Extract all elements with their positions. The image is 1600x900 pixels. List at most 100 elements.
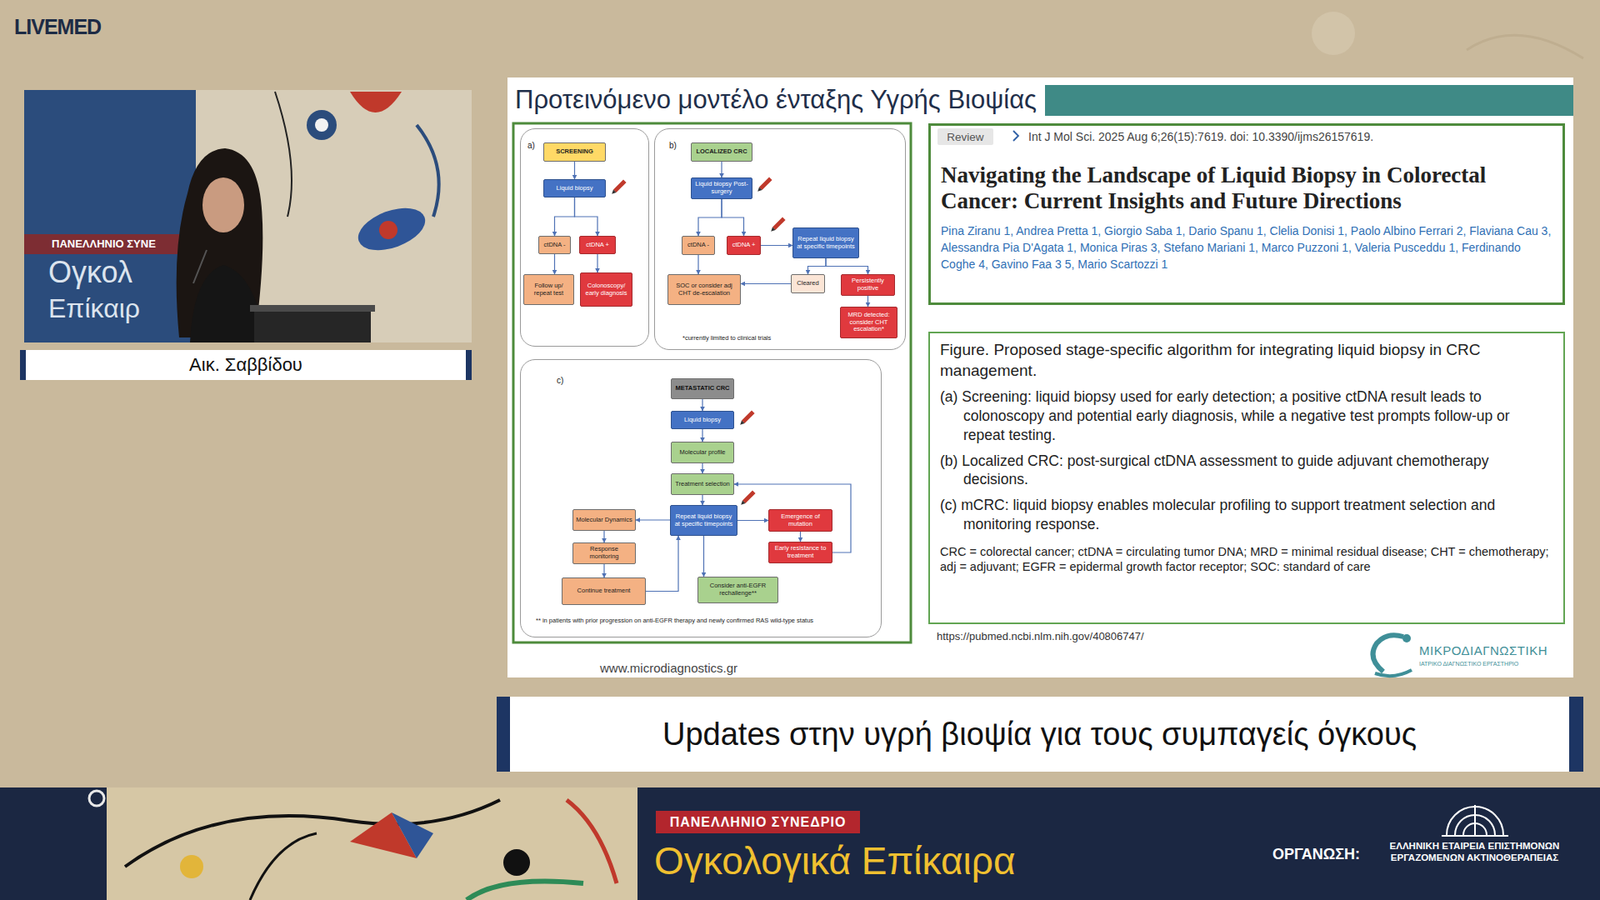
process-box: Repeat liquid biopsy at specific timepoi…: [670, 505, 738, 536]
banner-ground: [0, 787, 1600, 900]
node-text: Early resistance to treatment: [771, 545, 830, 560]
pen-body: [613, 179, 627, 193]
node-text: CRC = colorectal cancer; ctDNA = circula…: [940, 544, 1554, 576]
stage-box: LOCALIZED CRC: [690, 142, 753, 162]
process-box: Consider anti-EGFR rechallenge**: [697, 576, 779, 604]
flow-arrow: [808, 258, 827, 275]
stage-panel: a)SCREENINGLiquid biopsyctDNA -ctDNA +Fo…: [520, 128, 650, 347]
flow-arrow: [760, 245, 793, 246]
stage-panel: c)** in patients with prior progression …: [520, 359, 882, 638]
pen-tip: [610, 189, 616, 195]
banner-ring: [89, 790, 105, 806]
node-text: Follow up/ repeat test: [526, 282, 571, 297]
node-text: Colonoscopy/ early diagnosis: [583, 282, 630, 297]
outcome-box: Follow up/ repeat test: [523, 274, 575, 305]
org-logo-base: [1441, 835, 1509, 837]
painting-shape: [503, 849, 530, 876]
node-text: ctDNA +: [732, 241, 756, 250]
video-frame: [24, 90, 472, 343]
painting-shape: [180, 855, 204, 879]
node-text: Updates στην υγρή βιοψία για τους συμπαγ…: [662, 716, 1417, 753]
art-shape: [275, 91, 292, 217]
slide-title: Προτεινόμενο μοντέλο ένταξης Υγρής Βιοψί…: [515, 85, 1037, 115]
art-shape: [352, 200, 431, 259]
heading-bar: [1045, 85, 1574, 116]
process-box: Molecular profile: [670, 441, 735, 464]
node-text: SOC or consider adj CHT de-escalation: [670, 282, 738, 297]
microdiagnostics-logo: [1373, 634, 1413, 676]
flow-arrow: [555, 197, 575, 236]
node-text: Figure. Proposed stage-specific algorith…: [940, 340, 1554, 381]
flow-arrow: [554, 254, 555, 275]
backdrop-text: Επίκαιρ: [48, 293, 140, 325]
flow-arrow: [721, 199, 745, 236]
slide-background: [507, 77, 1574, 678]
node-text: METASTATIC CRC: [675, 385, 730, 393]
talk-title-bar: Updates στην υγρή βιοψία για τους συμπαγ…: [496, 696, 1584, 772]
flow-arrow: [867, 295, 869, 307]
slide-heading: Προτεινόμενο μοντέλο ένταξης Υγρής Βιοψί…: [515, 83, 1574, 117]
node-text: ** in patients with prior progression on…: [535, 616, 878, 625]
pen-body: [772, 216, 786, 230]
node-text: Molecular profile: [679, 449, 725, 457]
art-shape: [350, 91, 402, 113]
backdrop-text: Ογκολ: [48, 255, 133, 290]
node-text: Int J Mol Sci. 2025 Aug 6;26(15):7619. d…: [1028, 130, 1374, 144]
logo-base: [1375, 670, 1412, 676]
banner-backdrop: [24, 90, 196, 343]
flow-arrow: [701, 399, 703, 411]
flow-arrow: [701, 495, 703, 505]
node-text: ΠΑΝΕΛΛΗΝΙΟ ΣΥΝΕΔΡΙΟ: [670, 815, 847, 830]
pen-icon: [769, 216, 785, 233]
node-text: (b) Localized CRC: post-surgical ctDNA a…: [940, 451, 1554, 490]
flow-arrow: [635, 519, 670, 520]
node-text: a): [527, 140, 535, 150]
node-text: Molecular Dynamics: [575, 516, 633, 525]
node-text: ctDNA +: [585, 241, 610, 250]
speaker-face: [202, 177, 245, 233]
figure-caption: Figure. Proposed stage-specific algorith…: [928, 331, 1565, 625]
website-url: www.microdiagnostics.gr: [600, 660, 738, 675]
painting: [106, 787, 638, 900]
node-text: Emergence of mutation: [771, 513, 830, 528]
node-text: Αικ. Σαββίδου: [189, 354, 303, 376]
painting-line: [466, 881, 584, 900]
art-shape: [379, 220, 398, 240]
node-text: Review: [946, 130, 984, 144]
process-box: Emergence of mutation: [768, 509, 833, 532]
process-box: Response monitoring: [572, 542, 636, 565]
logo-swoosh: [1373, 635, 1405, 672]
process-box: Treatment selection: [670, 473, 735, 495]
art-shape: [416, 125, 440, 217]
flow-arrow: [575, 197, 599, 236]
result-box: Persistently positive: [840, 274, 895, 296]
congress-tag: ΠΑΝΕΛΛΗΝΙΟ ΣΥΝΕΔΡΙΟ: [655, 810, 860, 834]
logo-dot: [1402, 634, 1411, 643]
painting-line: [250, 833, 317, 900]
result-box: Cleared: [790, 274, 825, 294]
result-box: ctDNA -: [681, 235, 715, 255]
org-logo-beam: [1474, 805, 1476, 835]
backdrop-shape: [1466, 35, 1584, 59]
figure-frame: [513, 123, 911, 643]
backdrop-shape: [1311, 11, 1355, 55]
pen-tip: [769, 226, 775, 233]
node-text: ctDNA -: [687, 241, 710, 250]
chevron-icon: [1013, 130, 1019, 141]
laptop: [250, 305, 375, 312]
flow-arrow: [701, 463, 703, 474]
outcome-box: MRD detected: consider CHT escalation*: [840, 306, 898, 339]
process-box: Liquid biopsy: [670, 410, 735, 430]
flow-arrow: [596, 254, 598, 273]
node-text: MRD detected: consider CHT escalation*: [843, 311, 895, 334]
process-box: Continue treatment: [561, 577, 646, 605]
pen-body: [759, 176, 773, 190]
process-box: Repeat liquid biopsy at specific timepoi…: [792, 227, 860, 259]
outcome-box: Colonoscopy/ early diagnosis: [580, 272, 633, 307]
node-text: ctDNA -: [544, 241, 566, 250]
stage-box: METASTATIC CRC: [670, 378, 735, 400]
art-shape: [315, 118, 329, 132]
pen-tip: [739, 500, 745, 506]
node-text: (c) mCRC: liquid biopsy enables molecula…: [940, 495, 1554, 535]
